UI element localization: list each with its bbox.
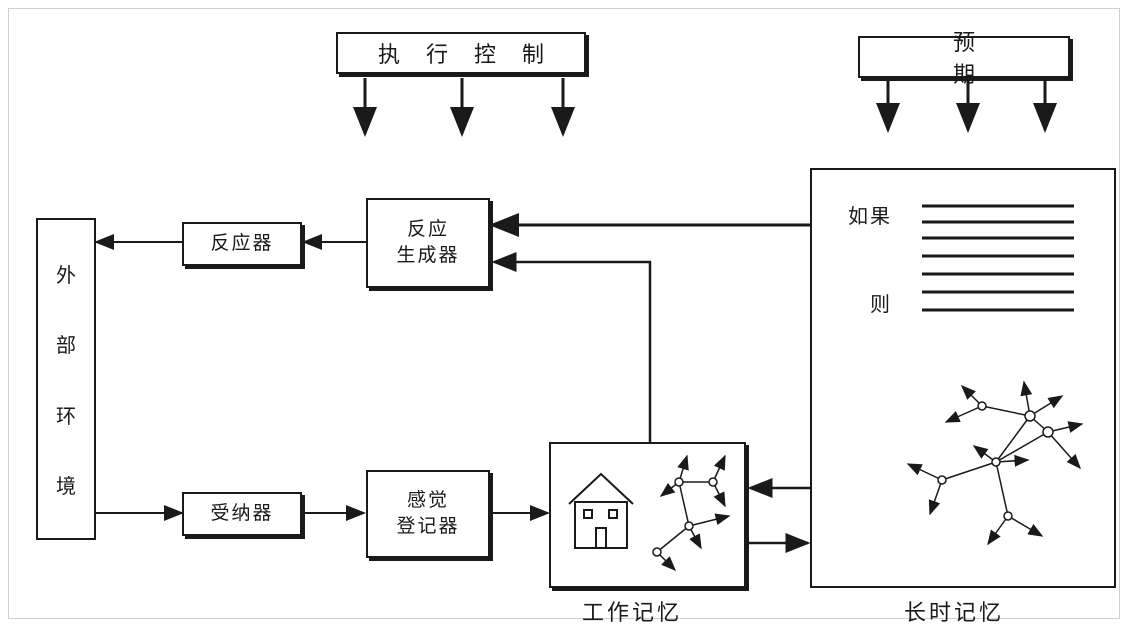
sensory-register-label-2: 登记器 [396, 514, 459, 540]
expectancy-box: 预期 [858, 36, 1070, 78]
environment-char: 环 [56, 400, 76, 429]
working-memory-caption: 工作记忆 [582, 595, 682, 627]
semantic-network-icon [908, 382, 1082, 544]
environment-char: 境 [56, 470, 76, 499]
response-generator-label-2: 生成器 [396, 243, 459, 269]
wm-to-resp [494, 262, 650, 442]
sensory-register-box: 感觉 登记器 [366, 470, 490, 558]
production-rule-lines [922, 206, 1074, 310]
house-icon [569, 474, 633, 548]
receptor-box: 受纳器 [182, 492, 302, 536]
effector-box: 反应器 [182, 222, 302, 266]
working-memory-contents [551, 444, 744, 586]
executive-control-label: 执行控制 [352, 37, 570, 69]
sensory-register-label-1: 感觉 [407, 488, 449, 514]
executive-control-box: 执行控制 [336, 32, 586, 74]
environment-box: 外 部 环 境 [36, 218, 96, 540]
effector-label: 反应器 [210, 231, 273, 257]
long-term-memory-box: 如果 则 [810, 168, 1116, 588]
receptor-label: 受纳器 [210, 501, 273, 527]
ltm-graphics [812, 170, 1114, 586]
ltm-then-label: 则 [870, 288, 892, 317]
ltm-if-label: 如果 [848, 200, 892, 229]
long-term-memory-caption: 长时记忆 [904, 595, 1004, 627]
working-memory-box [549, 442, 746, 588]
environment-char: 外 [56, 259, 76, 288]
environment-char: 部 [56, 329, 76, 358]
response-generator-box: 反应 生成器 [366, 198, 490, 288]
expectancy-label: 预期 [860, 25, 1068, 89]
response-generator-label-1: 反应 [407, 217, 449, 243]
network-icon [653, 456, 729, 570]
